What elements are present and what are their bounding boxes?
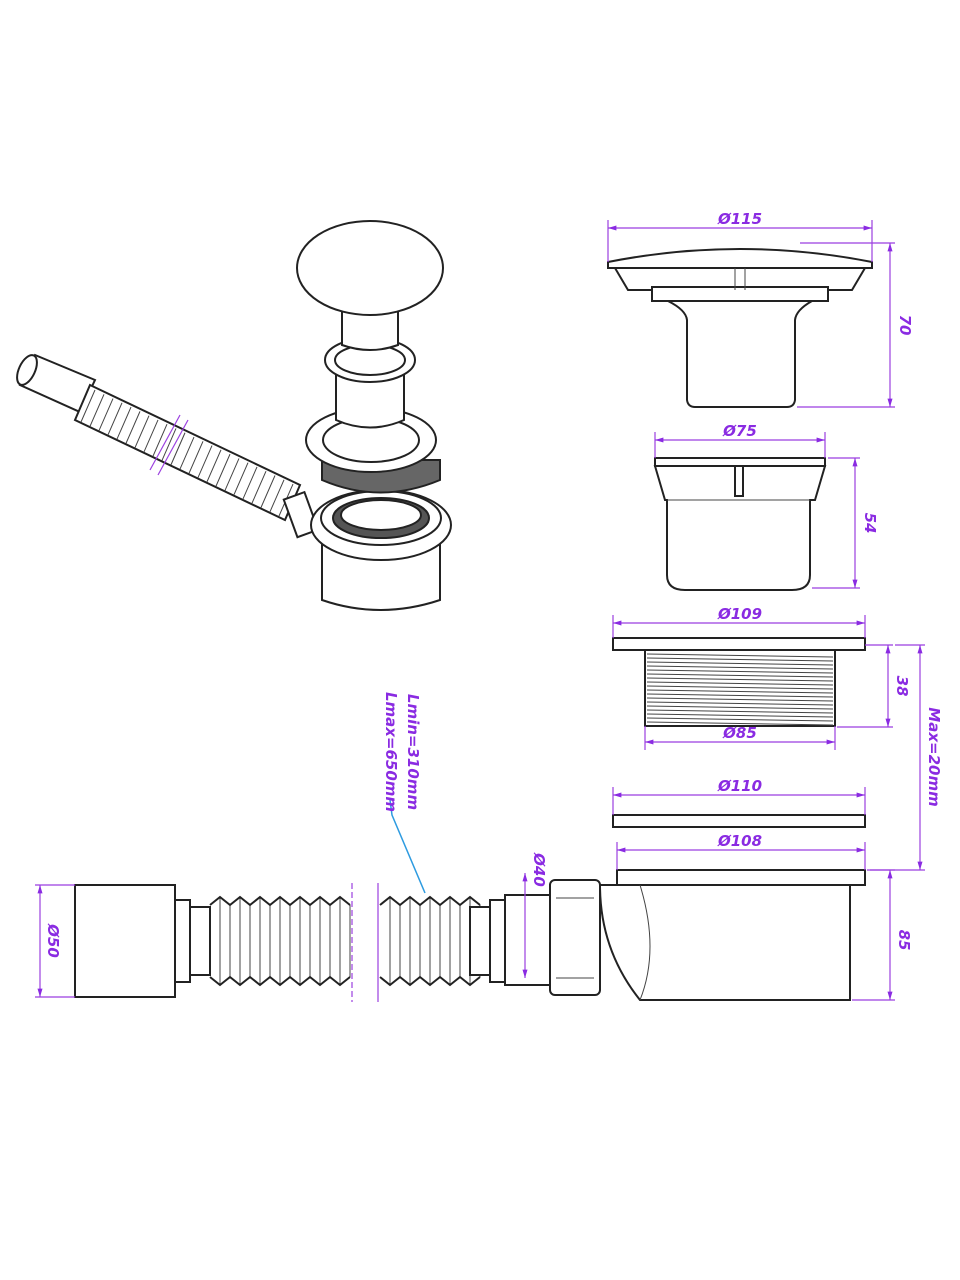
exploded-assembly-view (16, 220, 452, 611)
hose-corrugation-3d (80, 389, 294, 517)
gasket-side-view: Ø110 (612, 777, 866, 828)
bellows-corrugation (379, 895, 481, 987)
body-height-label: 85 (895, 930, 913, 951)
flexible-hose-3d (16, 353, 320, 539)
body-flange-diameter-label: Ø108 (717, 832, 762, 850)
strainer-diameter-label: Ø75 (722, 422, 757, 440)
thread-height-label: 38 (893, 676, 911, 697)
flange-diameter-label: Ø109 (717, 605, 762, 623)
threaded-flange-side-view: Ø109 Ø85 38 Max=20mm (612, 605, 943, 871)
hose-end-diameter-label: Ø50 (44, 923, 62, 958)
thread-lines (646, 653, 834, 726)
break-mark (149, 414, 181, 471)
max-thickness-label: Max=20mm (925, 707, 943, 806)
hose-side-view: Ø50 Lmin=310mm Lmax=650mm (35, 692, 506, 1002)
cap-height-label: 70 (896, 315, 914, 336)
break-mark (157, 419, 189, 476)
strainer-3d (324, 337, 416, 429)
hose-length-min-label: Lmin=310mm (404, 694, 422, 810)
gasket-diameter-label: Ø110 (717, 777, 762, 795)
strainer-height-label: 54 (861, 513, 879, 534)
cap-side-view: Ø115 70 (607, 210, 914, 408)
cap-3d (296, 220, 444, 351)
hose-length-max-label: Lmax=650mm (382, 692, 400, 812)
drain-body-side-view: Ø108 85 Ø40 (504, 832, 913, 1001)
hose-nut-3d (282, 490, 320, 539)
strainer-side-view: Ø75 54 (653, 422, 879, 591)
cap-diameter-label: Ø115 (717, 210, 762, 228)
drain-body-3d (310, 489, 452, 611)
threaded-flange-3d (305, 407, 437, 473)
outlet-diameter-label: Ø40 (530, 852, 548, 887)
bellows-corrugation (209, 895, 351, 987)
thread-diameter-label: Ø85 (722, 724, 757, 742)
